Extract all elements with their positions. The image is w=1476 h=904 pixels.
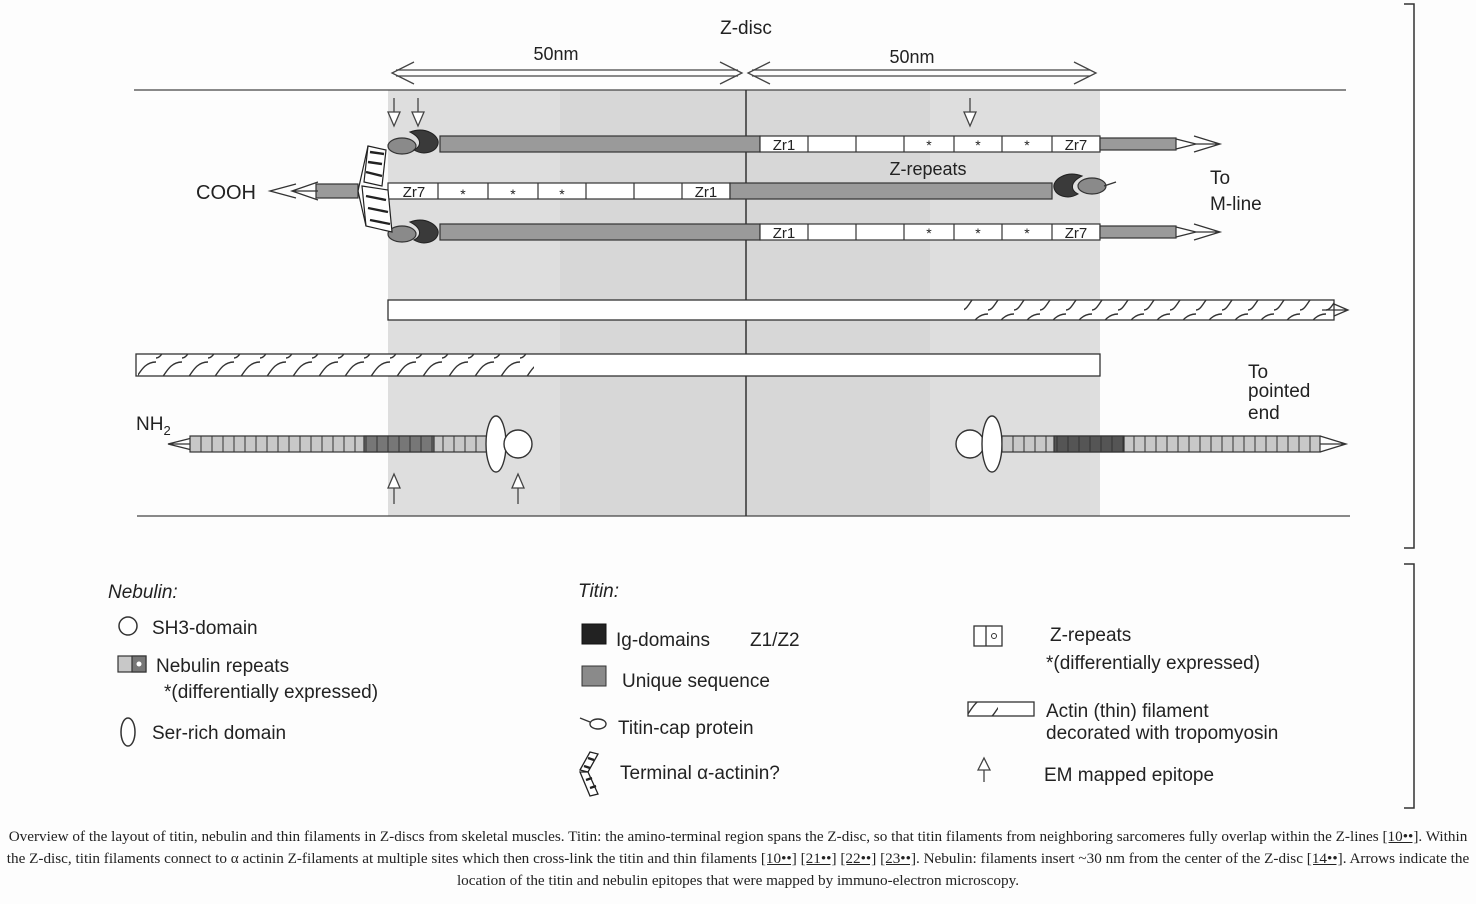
nebulin-right — [955, 415, 1349, 473]
legend-epitope-icon — [976, 756, 992, 782]
nh2-subscript: 2 — [163, 423, 170, 438]
caption-ref-6[interactable]: [14••] — [1306, 850, 1343, 867]
star-mid-3: * — [559, 186, 565, 202]
legend-sh3-label: SH3-domain — [152, 618, 258, 639]
legend-unique-icon — [581, 665, 607, 687]
zr1-label-bottom: Zr1 — [773, 225, 796, 242]
figure-caption: Overview of the layout of titin, nebulin… — [6, 826, 1470, 892]
legend-zrepeat-icon — [973, 625, 1003, 647]
zdisc-label: Z-disc — [720, 18, 772, 39]
legend-nebulin-heading: Nebulin: — [108, 582, 178, 603]
titin-filament-top — [439, 135, 1223, 153]
legend-epitope-label: EM mapped epitope — [1044, 765, 1214, 786]
titin-cap-bottom — [387, 219, 439, 244]
to-mline-line1: To — [1210, 168, 1230, 189]
legend-cap-icon — [579, 717, 607, 730]
thin-filament-right — [387, 299, 1350, 321]
zrepeats-label: Z-repeats — [889, 159, 966, 179]
alpha-actinin-chain — [357, 145, 393, 233]
star-mid-2: * — [510, 186, 516, 202]
legend-unique-label: Unique sequence — [622, 671, 770, 692]
nebulin-left — [167, 415, 533, 473]
left-span-arrow — [390, 61, 744, 85]
cooh-label: COOH — [196, 182, 256, 204]
zr1-label-top: Zr1 — [773, 137, 796, 154]
zdisc-diagram: Z-disc 50nm 50nm Zr1 Zr7 * * * — [108, 3, 1415, 809]
zr1-label-middle: Zr1 — [695, 184, 718, 201]
star-mid-1: * — [460, 186, 466, 202]
titin-cap-right — [1053, 173, 1117, 198]
caption-ref-2[interactable]: [10••] — [760, 850, 797, 867]
nh2-main: NH — [136, 414, 163, 435]
legend-zrepeats-label: Z-repeats — [1050, 625, 1131, 646]
nebulin-epitope-arrow-1 — [387, 472, 401, 504]
to-mline-line2: M-line — [1210, 194, 1262, 215]
nebulin-epitope-arrow-2 — [511, 472, 525, 504]
legend-nebulin-repeats-label: Nebulin repeats — [156, 656, 289, 677]
legend-actin-label: Actin (thin) filament — [1046, 701, 1209, 722]
nh2-label: NH2 — [136, 414, 171, 438]
left-span-label: 50nm — [533, 44, 578, 64]
caption-ref-1[interactable]: [10••] — [1382, 828, 1419, 845]
legend-ser-icon — [120, 717, 136, 747]
legend-z1z2-label: Z1/Z2 — [750, 630, 800, 651]
legend-ig-label: Ig-domains — [616, 630, 710, 651]
upper-bracket — [1404, 3, 1415, 549]
star-top-3: * — [1024, 137, 1030, 153]
star-top-2: * — [975, 137, 981, 153]
titin-epitope-arrow-3 — [963, 98, 977, 128]
lower-bracket — [1404, 563, 1415, 809]
caption-ref-4[interactable]: [22••] — [840, 850, 877, 867]
legend-actinin-label: Terminal α-actinin? — [620, 763, 780, 784]
legend-actin-label-2: decorated with tropomyosin — [1046, 723, 1278, 744]
titin-epitope-arrow-1 — [387, 98, 401, 128]
star-bot-3: * — [1024, 225, 1030, 241]
thin-filament-left — [135, 353, 1101, 377]
caption-text-4: . Arrows indicate the location of the ti… — [456, 850, 1470, 889]
right-span-label: 50nm — [889, 47, 934, 67]
caption-ref-3[interactable]: [21••] — [800, 850, 837, 867]
titin-cap-top — [387, 129, 439, 155]
star-bot-1: * — [926, 225, 932, 241]
titin-filament-bottom — [439, 223, 1223, 241]
caption-text-1: Overview of the layout of titin, nebulin… — [8, 828, 1383, 845]
caption-text-2: . Within the Z-disc, titin filaments con… — [6, 828, 1468, 867]
to-pointed-end-line1: To — [1248, 362, 1268, 383]
legend-cap-label: Titin-cap protein — [618, 718, 754, 739]
star-top-1: * — [926, 137, 932, 153]
to-pointed-end-line3: end — [1248, 403, 1280, 424]
legend-nebulin-repeats-note: *(differentially expressed) — [164, 682, 378, 703]
titin-epitope-arrow-2 — [411, 98, 425, 128]
legend-sh3-icon — [118, 616, 138, 636]
caption-text-3: . Nebulin: filaments insert ~30 nm from … — [916, 850, 1307, 867]
legend-zrepeats-note: *(differentially expressed) — [1046, 653, 1260, 674]
zr7-label-bottom: Zr7 — [1065, 225, 1088, 242]
to-pointed-end-line2: pointed — [1248, 381, 1310, 402]
legend-titin-heading: Titin: — [578, 581, 619, 602]
legend-nebulin-repeat-icon — [117, 655, 147, 673]
caption-ref-5[interactable]: [23••] — [880, 850, 916, 867]
zr7-label-top: Zr7 — [1065, 137, 1088, 154]
legend-ser-label: Ser-rich domain — [152, 723, 286, 744]
legend-ig-icon — [581, 623, 607, 645]
star-bot-2: * — [975, 225, 981, 241]
right-span-arrow — [746, 61, 1098, 85]
legend-actin-icon — [967, 701, 1035, 717]
zr7-label-middle: Zr7 — [403, 184, 426, 201]
legend-actinin-icon — [579, 751, 599, 797]
